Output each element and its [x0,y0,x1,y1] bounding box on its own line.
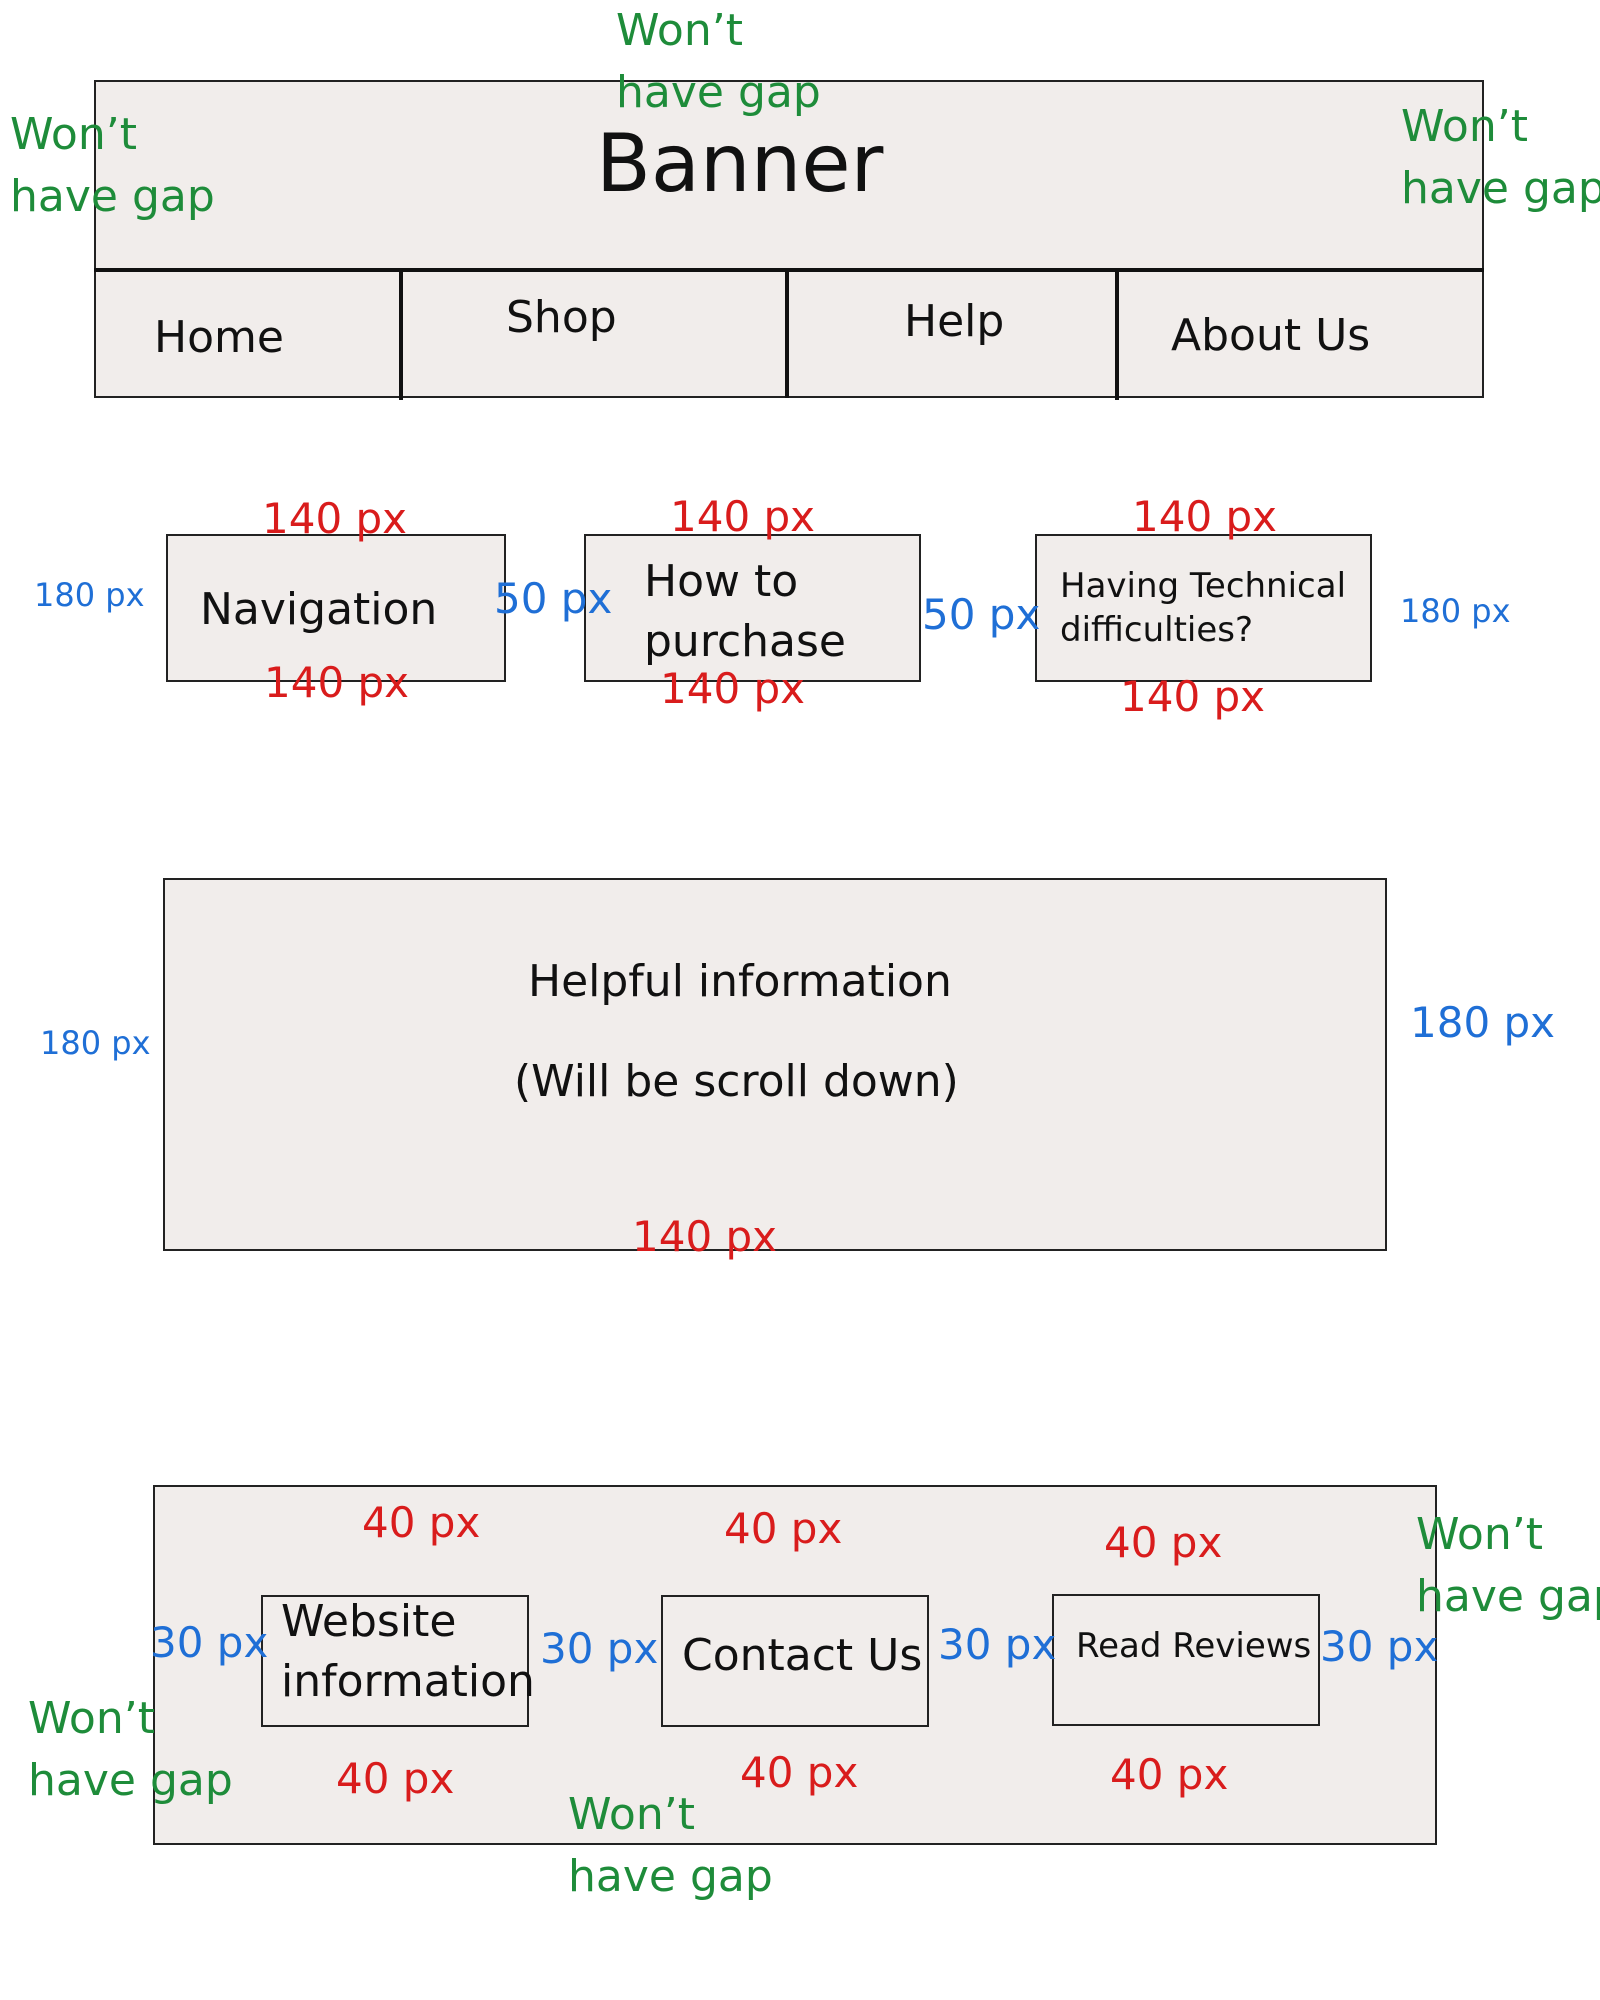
measure-label: 180 px [1400,592,1511,630]
measure-label: 140 px [1120,672,1266,721]
how-to-purchase-box [584,534,921,682]
annotation-wont-have-gap: Won’t have gap [616,5,821,118]
technical-difficulties-label: Having Technical difficulties? [1060,566,1347,650]
nav-item-shop[interactable]: Shop [506,292,617,343]
helpful-information-box [163,878,1387,1251]
read-reviews-link[interactable]: Read Reviews [1076,1626,1312,1666]
helpful-information-title: Helpful information [528,956,952,1007]
contact-us-link[interactable]: Contact Us [682,1630,923,1681]
measure-label: 40 px [1110,1750,1229,1799]
measure-label: 30 px [1320,1622,1439,1671]
website-information-link[interactable]: Website information [281,1596,535,1707]
banner [94,80,1484,398]
measure-label: 50 px [922,590,1041,639]
nav-item-home[interactable]: Home [154,312,284,363]
measure-label: 40 px [362,1498,481,1547]
nav-item-help[interactable]: Help [904,296,1005,347]
measure-label: 180 px [1410,998,1556,1047]
measure-label: 30 px [540,1624,659,1673]
annotation-wont-have-gap: Won’t have gap [28,1693,233,1806]
measure-label: 40 px [1104,1518,1223,1567]
navigation-label: Navigation [200,584,438,635]
measure-label: 140 px [670,492,816,541]
helpful-information-subtitle: (Will be scroll down) [514,1056,959,1107]
measure-label: 50 px [494,574,613,623]
measure-label: 40 px [740,1748,859,1797]
measure-label: 140 px [660,664,806,713]
annotation-wont-have-gap: Won’t have gap [10,109,215,222]
nav-divider [399,268,403,400]
nav-divider [1115,268,1119,400]
read-reviews-box [1052,1594,1320,1726]
measure-label: 30 px [150,1618,269,1667]
measure-label: 180 px [40,1024,151,1062]
measure-label: 40 px [336,1754,455,1803]
measure-label: 140 px [262,494,408,543]
nav-item-about-us[interactable]: About Us [1171,310,1371,361]
navigation-box [166,534,506,682]
measure-label: 180 px [34,576,145,614]
how-to-purchase-label: How to purchase [644,556,846,667]
annotation-wont-have-gap: Won’t have gap [1401,101,1600,214]
annotation-wont-have-gap: Won’t have gap [1416,1509,1600,1622]
measure-label: 140 px [1132,492,1278,541]
measure-label: 140 px [632,1212,778,1261]
contact-us-box [661,1595,929,1727]
measure-label: 40 px [724,1504,843,1553]
measure-label: 30 px [938,1620,1057,1669]
website-information-box [261,1595,529,1727]
annotation-wont-have-gap: Won’t have gap [568,1789,773,1902]
nav-divider [785,268,789,398]
banner-divider [94,268,1484,272]
technical-difficulties-box [1035,534,1372,682]
banner-title: Banner [596,117,884,210]
measure-label: 140 px [264,658,410,707]
